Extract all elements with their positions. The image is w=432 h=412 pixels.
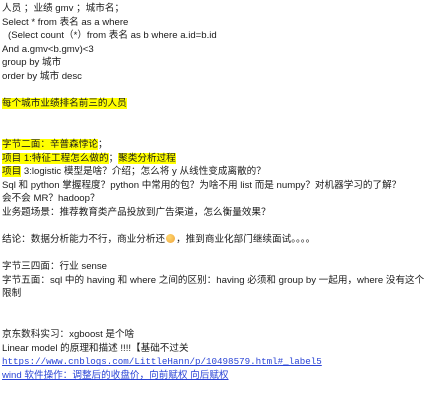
project1-text: 特征工程怎么做的 [31,152,109,164]
interview2-tail: ； [97,138,108,150]
interview2-label: 字节二面： [2,138,50,150]
interview34-line: 字节三四面：行业 sense [2,261,108,273]
sql-line-5: group by 城市 [2,57,62,69]
interview2-name: 辛普森悖论 [49,138,98,150]
document-body: 人员 ；业绩 gmv ；城市名； Select * from 表名 as a w… [2,3,430,383]
interview2-title: 字节二面：辛普森悖论； [2,138,430,152]
sql-line-4: And a.gmv<b.gmv)<3 [2,43,94,55]
project3-text: 3:logistic 模型是啥？介绍；怎么将 y 从线性变成离散的？ [21,166,266,178]
interview5-line: 字节五面：sql 中的 having 和 where 之间的区别：having … [2,274,425,300]
sql-line-6: order by 城市 desc [2,70,82,82]
sql-python-question: Sql 和 python 掌握程度？python 中常用的包？为啥不用 list… [2,179,402,191]
project1-sep: ； [108,152,119,164]
link-line: https://www.cnblogs.com/LittleHann/p/104… [2,355,430,369]
sql-line-1: 人员 ；业绩 gmv ；城市名； [2,3,125,14]
project3-label: 项目 [2,166,22,178]
sql-line-3: (Select count（*）from 表名 as b where a.id=… [8,30,217,42]
cnblogs-link[interactable]: https://www.cnblogs.com/LittleHann/p/104… [2,356,322,368]
heading-highlight: 每个城市业绩排名前三的人员 [2,98,127,110]
sql-line-2: Select * from 表名 as a where [2,16,129,28]
jd-line-1: 京东数科实习：xgboost 是个啥 [2,329,135,341]
jd-line-2: Linear model 的原理和描述 !!!!【基础不过关 [2,342,189,354]
conclusion-part-b: ，推到商业化部门继续面试。。。。 [176,234,316,246]
wind-link[interactable]: wind 软件操作：调整后的收盘价，向前赋权 向后赋权 [2,370,229,382]
scene-question: 业务题场景：推荐教育类产品投放到广告渠道，怎么衡量效果？ [2,206,271,218]
mr-question: 会不会 MR？hadoop？ [2,193,100,205]
conclusion-line: 结论：数据分析能力不行，商业分析还 ，推到商业化部门继续面试。。。。 [2,233,430,247]
face-emoji-icon [166,234,176,244]
project1-line: 项目 1:特征工程怎么做的；聚类分析过程 [2,152,430,166]
wind-line: wind 软件操作：调整后的收盘价，向前赋权 向后赋权 [2,369,430,383]
heading-line: 每个城市业绩排名前三的人员 [2,97,430,111]
conclusion-part-a: 结论：数据分析能力不行，商业分析还 [2,234,166,246]
project1-text2: 聚类分析过程 [118,152,176,164]
project1-label: 项目 1: [2,152,32,164]
project3-line: 项目 3:logistic 模型是啥？介绍；怎么将 y 从线性变成离散的？ [2,165,430,179]
